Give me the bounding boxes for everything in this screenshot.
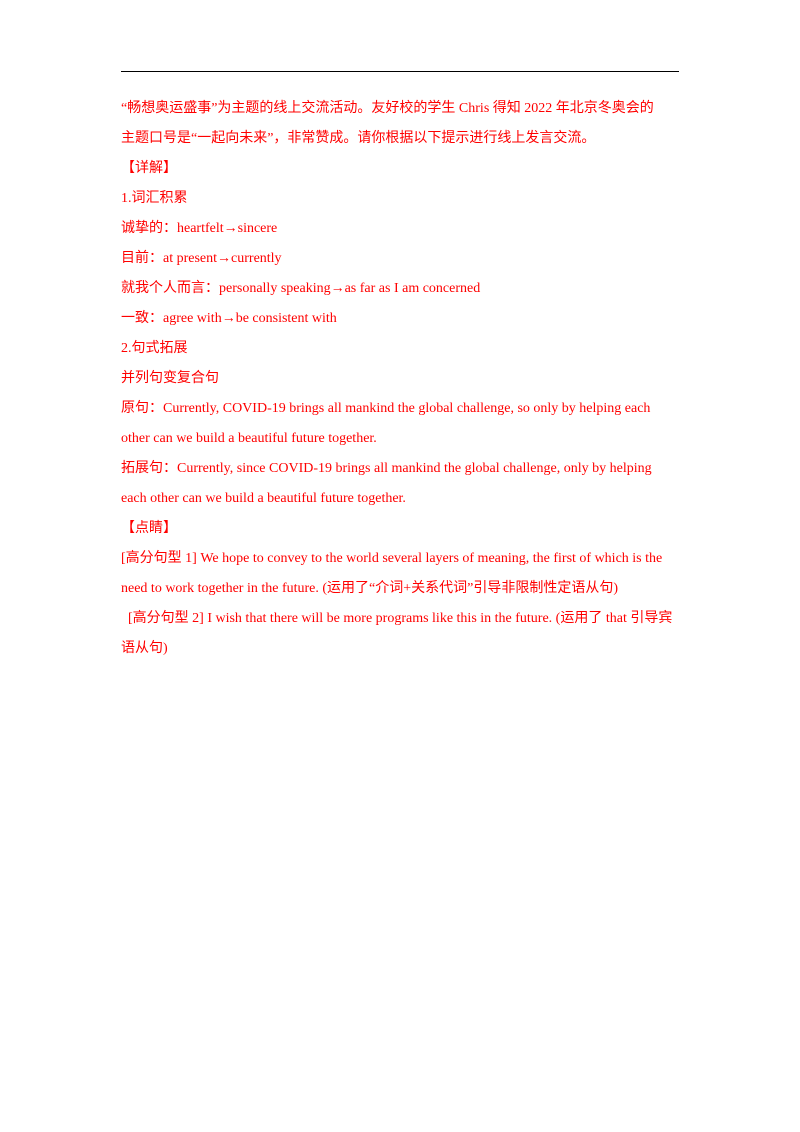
text-line: 并列句变复合句 [121,371,219,386]
vocab-item: 目前：at present→currently [121,251,282,266]
vocab-item: 诚挚的：heartfelt→sincere [121,221,278,236]
text-line: 主题口号是“一起向未来”，非常赞成。请你根据以下提示进行线上发言交流。 [121,131,596,146]
section-heading-highlight: 【点睛】 [121,521,177,536]
document-body: “畅想奥运盛事”为主题的线上交流活动。友好校的学生 Chris 得知 2022 … [121,94,681,664]
section-heading-detail: 【详解】 [121,161,177,176]
subheading-vocabulary: 1.词汇积累 [121,191,188,206]
expanded-sentence-cont: each other can we build a beautiful futu… [121,491,406,506]
header-rule [121,71,679,72]
vocab-item: 就我个人而言：personally speaking→as far as I a… [121,281,481,296]
subheading-sentence-expansion: 2.句式拓展 [121,341,188,356]
high-score-sentence-2-cont: 语从句) [121,641,168,656]
original-sentence-cont: other can we build a beautiful future to… [121,431,377,446]
expanded-sentence: 拓展句：Currently, since COVID-19 brings all… [121,461,652,476]
high-score-sentence-1-cont: need to work together in the future. (运用… [121,581,619,596]
text-line: “畅想奥运盛事”为主题的线上交流活动。友好校的学生 Chris 得知 2022 … [121,101,654,116]
high-score-sentence-1: [高分句型 1] We hope to convey to the world … [121,551,663,566]
original-sentence: 原句：Currently, COVID-19 brings all mankin… [121,401,651,416]
high-score-sentence-2: [高分句型 2] I wish that there will be more … [128,611,673,626]
vocab-item: 一致：agree with→be consistent with [121,311,337,326]
